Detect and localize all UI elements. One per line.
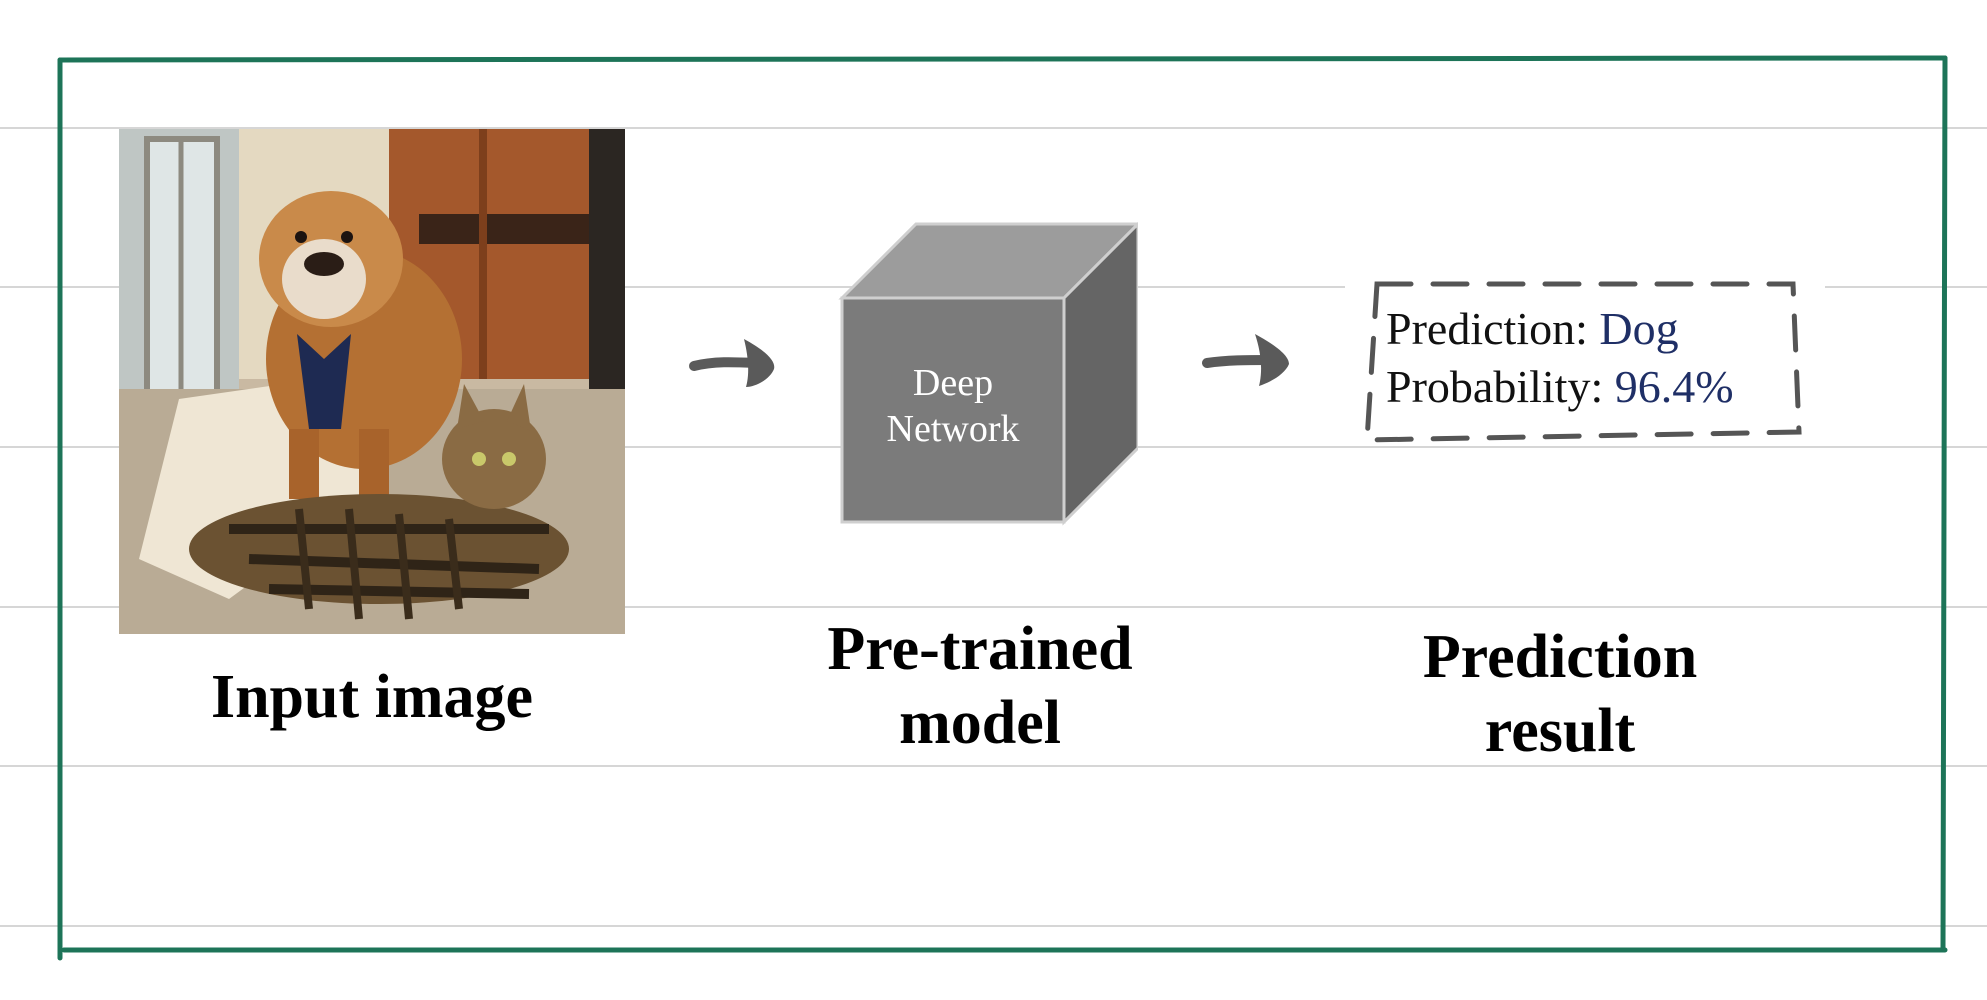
result-text: Prediction: Dog Probability: 96.4% [1386,300,1734,416]
prediction-result-caption: Prediction result [1360,620,1760,769]
cube-label-line1: Deep [912,362,994,404]
input-image-caption: Input image [210,663,534,731]
arrow-right-icon [1202,334,1289,386]
cube-label-line2: Network [886,408,1020,451]
prediction-value: Dog [1599,303,1679,354]
result-panel [1345,286,1825,446]
probability-value: 96.4% [1614,361,1734,412]
pretrained-model-caption: Pre-trained model [780,612,1180,761]
prediction-row: Prediction: Dog [1386,300,1734,358]
ruled-line [0,606,1987,608]
result-dashed-box [1364,281,1802,443]
ruled-line [0,765,1987,767]
deep-network-cube [838,221,1138,526]
input-photo [119,129,625,634]
ruled-line [0,127,1987,129]
probability-row: Probability: 96.4% [1386,358,1734,416]
cube-label: Deep Network [842,360,1064,453]
pretrained-model-caption-line1: Pre-trained [827,615,1133,683]
prediction-result-caption-line2: result [1484,697,1636,766]
prediction-label: Prediction: [1386,303,1588,354]
prediction-result-caption-line1: Prediction [1422,623,1698,691]
probability-label: Probability: [1386,361,1604,412]
ruled-line [0,925,1987,927]
pretrained-model-caption-line2: model [899,689,1061,758]
arrow-right-icon [689,339,775,387]
